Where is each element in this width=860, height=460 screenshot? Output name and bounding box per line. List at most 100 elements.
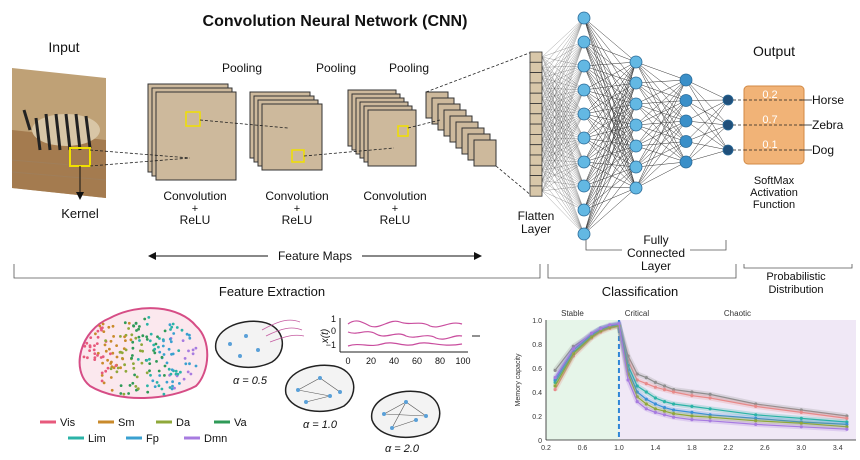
fc-edge	[541, 161, 585, 181]
brain-node-dot	[167, 347, 171, 351]
chart-xtick-label: 3.4	[833, 445, 843, 452]
fc-edge	[541, 65, 585, 150]
brain-node-dot	[155, 360, 158, 363]
fc-node	[679, 155, 693, 169]
brain-node-dot	[93, 344, 96, 347]
fc-edge	[541, 139, 585, 187]
brain-node-dot	[163, 364, 167, 368]
flatten-cell	[529, 61, 543, 73]
brain-node-dot	[115, 370, 119, 374]
fc-edge	[583, 161, 637, 189]
chart-point	[845, 422, 849, 426]
brain-node-dot	[170, 368, 174, 372]
fully-label-3: Layer	[641, 259, 671, 273]
fc-edge	[541, 41, 585, 161]
fc-edge	[583, 137, 637, 168]
fc-edge	[541, 41, 585, 58]
chart-point	[635, 400, 639, 404]
brain-node-dot	[148, 369, 151, 373]
fc-edge	[583, 17, 637, 126]
brain-node-dot	[145, 359, 149, 362]
brain-node-dot	[122, 392, 126, 396]
brain-node-dot	[157, 369, 161, 373]
relu-label-2: ReLU	[282, 213, 313, 227]
fc-edge	[583, 137, 637, 189]
fc-edge	[685, 99, 729, 142]
chart-point	[635, 378, 639, 382]
chart-critical-label: Critical	[625, 309, 650, 318]
fc-edge	[685, 120, 729, 126]
fc-edge	[541, 137, 585, 161]
fc-node	[629, 160, 643, 174]
brain-node-dot	[123, 363, 126, 367]
brain-node-dot	[111, 351, 115, 355]
fc-edge	[541, 170, 585, 187]
brain-node-dot	[162, 392, 166, 396]
brain-node-dot	[170, 352, 173, 356]
alpha-label-2: α = 2.0	[385, 443, 420, 455]
brain-node-dot	[133, 373, 137, 377]
network-brain-alpha-0-5	[215, 319, 305, 369]
brain-node-dot	[96, 354, 99, 357]
fc-edge	[541, 170, 585, 211]
fc-edge	[635, 120, 687, 189]
brain-node-dot	[154, 342, 158, 346]
chart-point	[690, 414, 694, 418]
fc-edge	[541, 89, 585, 99]
output-label: Output	[753, 43, 795, 59]
chart-point	[653, 410, 658, 414]
chart-point	[599, 329, 603, 333]
brain-node-dot	[82, 355, 86, 359]
brain-node-dot	[156, 335, 159, 339]
chart-point	[672, 415, 676, 419]
brain-node-dot	[98, 324, 102, 328]
fc-edge	[583, 61, 637, 235]
brain-node-dot	[131, 381, 135, 385]
brain-node-dot	[100, 328, 103, 332]
fc-node	[679, 73, 693, 87]
chart-point	[708, 407, 712, 411]
brain-node-dot	[182, 377, 186, 381]
fc-edge	[583, 103, 637, 235]
fc-edge	[541, 89, 585, 109]
fc-node	[629, 76, 643, 90]
brain-node-dot	[111, 324, 115, 328]
fc-edge	[583, 137, 637, 147]
fc-edge	[583, 89, 637, 189]
brain-node-dot	[149, 332, 153, 336]
brain-node-dot	[88, 349, 91, 352]
brain-node-dot	[104, 339, 107, 343]
fc-edge	[583, 61, 637, 67]
brain-node-dot	[119, 350, 123, 354]
fc-edge	[541, 65, 585, 161]
fc-edge	[583, 113, 637, 126]
brain-node-dot	[119, 335, 122, 338]
chart-xtick-label: 0.2	[541, 445, 551, 452]
fc-edge	[541, 159, 585, 211]
fc-edge	[635, 141, 687, 189]
chart-point	[662, 400, 667, 404]
flatten-cell	[529, 144, 543, 156]
chart-point	[708, 413, 712, 417]
fc-edge	[541, 149, 585, 235]
fc-edge	[541, 17, 585, 119]
brain-node-dot	[145, 371, 149, 375]
brain-node-dot	[158, 337, 161, 340]
chart-point	[553, 368, 557, 372]
flatten-cell	[529, 154, 543, 166]
chart-point	[799, 416, 803, 420]
flatten-cell	[529, 185, 543, 197]
brain-node-dot	[132, 362, 135, 365]
fc-edge	[583, 124, 637, 235]
output-class-label: Horse	[812, 93, 844, 107]
fc-edge	[635, 79, 687, 84]
chart-point	[662, 409, 667, 413]
chart-xtick-label: 1.0	[614, 445, 624, 452]
flatten-label-1: Flatten	[518, 209, 555, 223]
brain-node-dot	[131, 340, 135, 344]
fc-edge	[583, 61, 637, 163]
fc-edge	[635, 100, 687, 189]
fc-edge	[583, 17, 637, 189]
